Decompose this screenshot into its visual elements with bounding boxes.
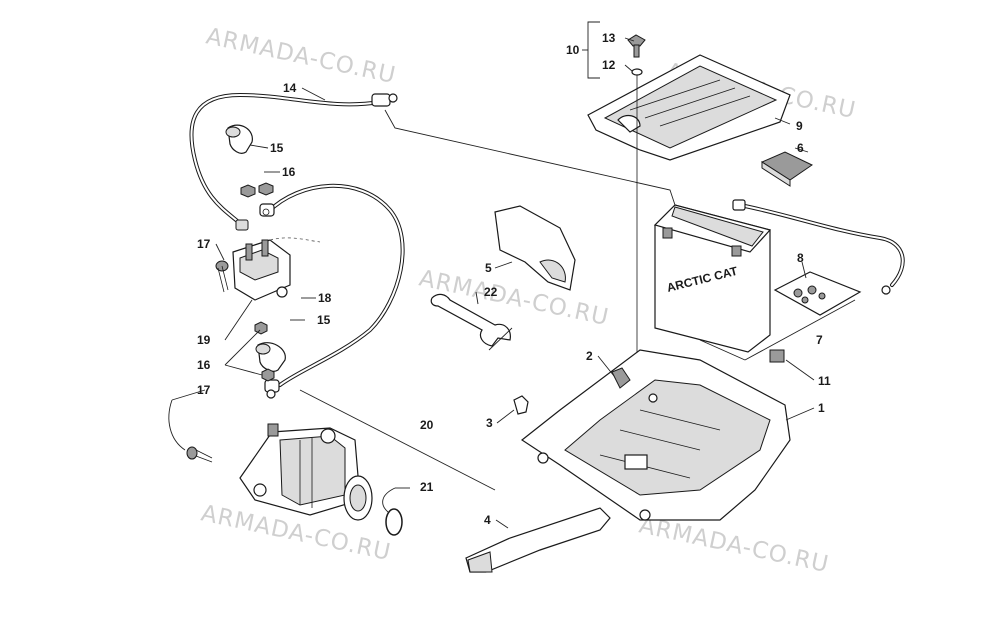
callout-18: 18 bbox=[318, 291, 332, 305]
battery-cover-9 bbox=[587, 54, 791, 161]
wrench-22 bbox=[430, 293, 511, 347]
foam-2 bbox=[611, 367, 631, 389]
callout-4: 4 bbox=[484, 513, 491, 527]
callout-10: 10 bbox=[566, 43, 580, 57]
callout-8: 8 bbox=[797, 251, 804, 265]
nuts-16-top bbox=[240, 182, 274, 198]
callout-21: 21 bbox=[420, 480, 434, 494]
o-ring-21 bbox=[385, 508, 403, 536]
boot-15-top bbox=[225, 124, 253, 154]
callout-14: 14 bbox=[283, 81, 297, 95]
callout-22: 22 bbox=[484, 285, 498, 299]
watermark-top-left: ARMADA-CO.RU bbox=[204, 23, 399, 89]
callout-labels: 13 12 10 9 6 14 15 16 17 18 15 19 16 17 … bbox=[197, 31, 831, 527]
watermark-bottom-right: ARMADA-CO.RU bbox=[637, 512, 832, 578]
callout-12: 12 bbox=[602, 58, 616, 72]
cable-14 bbox=[189, 92, 398, 231]
callout-17-bottom: 17 bbox=[197, 383, 211, 397]
callout-17-top: 17 bbox=[197, 237, 211, 251]
callout-7: 7 bbox=[816, 333, 823, 347]
starter-motor-20 bbox=[239, 423, 373, 521]
callout-15-top: 15 bbox=[270, 141, 284, 155]
callout-9: 9 bbox=[796, 119, 803, 133]
callout-1: 1 bbox=[818, 401, 825, 415]
screw-13 bbox=[627, 34, 646, 58]
boot-15-bottom bbox=[255, 342, 286, 372]
callout-6: 6 bbox=[797, 141, 804, 155]
leader-lines bbox=[168, 37, 815, 529]
bolt-17-top bbox=[215, 260, 229, 293]
clip-11 bbox=[769, 349, 785, 363]
callout-3: 3 bbox=[486, 416, 493, 430]
pad-6 bbox=[760, 151, 813, 187]
terminal-kit-8 bbox=[773, 271, 862, 316]
callout-16-bottom: 16 bbox=[197, 358, 211, 372]
callout-16-top: 16 bbox=[282, 165, 296, 179]
callout-19: 19 bbox=[197, 333, 211, 347]
nuts-16-bottom bbox=[254, 321, 275, 382]
clip-3 bbox=[513, 395, 529, 415]
callout-11: 11 bbox=[818, 374, 831, 388]
callout-2: 2 bbox=[586, 349, 593, 363]
washer-12 bbox=[631, 68, 643, 76]
callout-15-bottom: 15 bbox=[317, 313, 331, 327]
callout-5: 5 bbox=[485, 261, 492, 275]
cover-5 bbox=[494, 205, 576, 291]
group-brackets bbox=[299, 21, 856, 491]
callout-13: 13 bbox=[602, 31, 616, 45]
bolt-17-bottom bbox=[186, 446, 213, 463]
strap-4 bbox=[465, 507, 611, 573]
callout-20: 20 bbox=[420, 418, 434, 432]
cable-18 bbox=[259, 183, 405, 399]
battery: ARCTIC CAT bbox=[653, 204, 772, 353]
solenoid-19 bbox=[232, 237, 321, 301]
battery-cable bbox=[732, 199, 905, 295]
battery-tray-1 bbox=[520, 349, 791, 521]
